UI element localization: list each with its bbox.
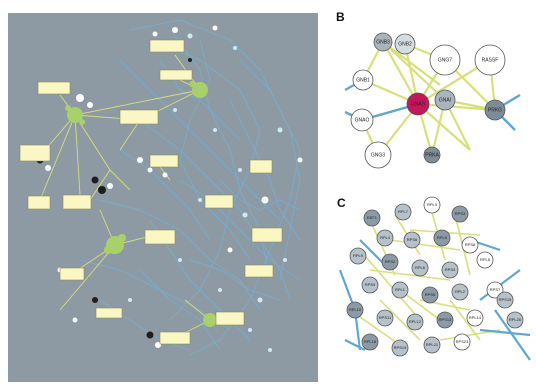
panel-c-node: RPS4	[441, 261, 459, 279]
panel-c-node-label: RPS3	[455, 211, 466, 216]
panel-c-node-label: RPS9	[365, 282, 376, 287]
panel-c-node: RPL2	[451, 283, 469, 301]
panel-c-node-label: RPS23	[456, 339, 469, 344]
panel-c-node-label: EEF1	[367, 215, 378, 220]
panel-c-node-label: RPL21	[426, 342, 439, 347]
panel-c-node-label: RPS19	[394, 345, 407, 350]
panel-b-node: GNB1	[352, 69, 374, 91]
panel-c-node: RPS11	[376, 309, 394, 327]
panel-b-node-label: GNAO	[355, 117, 370, 123]
panel-c-node: RPS15	[496, 291, 514, 309]
panel-c-node: RPL4	[376, 229, 394, 247]
panel-b-node-label: PRKG	[488, 107, 502, 113]
panel-c-node-label: RPL7	[398, 209, 409, 214]
panel-c-node: RPL9	[349, 247, 367, 265]
panel-c-node: RPL3	[423, 196, 441, 214]
panel-c-node: RPL14	[466, 309, 484, 327]
panel-c-node: RPS3	[451, 205, 469, 223]
panel-b-letter: B	[336, 10, 345, 24]
panel-c-node-label: RPL12	[409, 319, 422, 324]
panel-c-node-label: RPS11	[379, 315, 392, 320]
panel-b-node-label: GNAI	[439, 97, 451, 103]
panel-c-node-label: RPL14	[469, 315, 482, 320]
panel-c-node-label: RPL26	[509, 317, 522, 322]
panel-b-node: RASSF	[474, 44, 506, 76]
panel-c-node-label: RPL10	[349, 307, 362, 312]
panel-c-node: RPS7	[486, 281, 504, 299]
panel-a-labels	[19, 39, 283, 345]
panel-c-node: RPL1	[391, 281, 409, 299]
panel-b-node: GNB2	[394, 33, 416, 55]
panel-c-node-label: RPS13	[439, 317, 452, 322]
panel-c-node-label: RPS4	[445, 267, 456, 272]
panel-c-node-label: RPS6	[407, 237, 418, 242]
panel-b-node-label: GNG3	[371, 152, 385, 158]
panel-b-node-label: GNAS	[411, 101, 426, 107]
panel-c-node: RPL21	[423, 336, 441, 354]
panel-c-node: RPL6	[411, 259, 429, 277]
panel-b-node: GNAO	[350, 108, 374, 132]
panel-b-node-label: RASSF	[482, 57, 499, 63]
panel-c-node: RPS9	[361, 276, 379, 294]
panel-b-node: GNG7	[429, 44, 461, 76]
panel-c-node-label: RPL2	[455, 289, 466, 294]
panel-b-node: PRKG	[484, 99, 506, 121]
panel-c-node-label: RPL8	[480, 257, 491, 262]
panel-b-node: GNB3	[373, 32, 393, 52]
panel-c-node-label: RPS7	[490, 287, 501, 292]
panel-a-green-hubs	[65, 81, 217, 327]
panel-c-node-label: RPL18	[364, 339, 377, 344]
panel-c-letter: C	[337, 196, 346, 210]
panel-c-node: EEF1	[363, 209, 381, 227]
panel-c-node: RPS2	[381, 253, 399, 271]
panel-c-node: RPL10	[346, 301, 364, 319]
panel-c-node: RPL26	[506, 311, 524, 329]
panel-c-node: RPS5	[421, 286, 439, 304]
panel-c-node-label: RPS2	[385, 259, 396, 264]
panel-c-node: RPS19	[391, 339, 409, 357]
panel-c-node: RPS23	[453, 333, 471, 351]
panel-c-node: RPL7	[394, 203, 412, 221]
panel-c-node-label: RPL6	[415, 265, 426, 270]
panel-c-node-label: RPL1	[395, 287, 406, 292]
panel-b-node: PRKA	[423, 146, 441, 164]
panel-c-node: RPL12	[406, 313, 424, 331]
panel-b-node-label: GNB2	[398, 41, 412, 47]
panel-b-node-label: GNB3	[376, 39, 390, 45]
panel-a-network	[8, 13, 318, 382]
panel-b-node-label: GNB1	[356, 77, 370, 83]
panel-b-node-label: PRKA	[425, 152, 439, 158]
panel-c-node-label: RPL3	[427, 202, 438, 207]
panel-c-node: RPL8	[476, 251, 494, 269]
panel-c-node: RPS13	[436, 311, 454, 329]
panel-a-blue-edges	[79, 19, 301, 356]
panel-c-node-label: RPL5	[437, 235, 448, 240]
panel-c-node-label: RPL9	[353, 253, 364, 258]
panel-c-node: RPS8	[461, 236, 479, 254]
panel-c-node-label: RPS15	[499, 297, 512, 302]
panel-b-node: GNAS	[406, 92, 430, 116]
panel-c-node-label: RPS8	[465, 242, 476, 247]
panel-c-node-label: RPS5	[425, 292, 436, 297]
panel-b-node: GNAI	[434, 89, 456, 111]
panel-b-node: GNG3	[364, 141, 392, 169]
panel-c-node: RPS6	[403, 231, 421, 249]
panel-c-node: RPL18	[361, 333, 379, 351]
panel-b-node-label: GNG7	[438, 57, 452, 63]
panel-c-node: RPL5	[433, 229, 451, 247]
panel-c-node-label: RPL4	[380, 235, 391, 240]
